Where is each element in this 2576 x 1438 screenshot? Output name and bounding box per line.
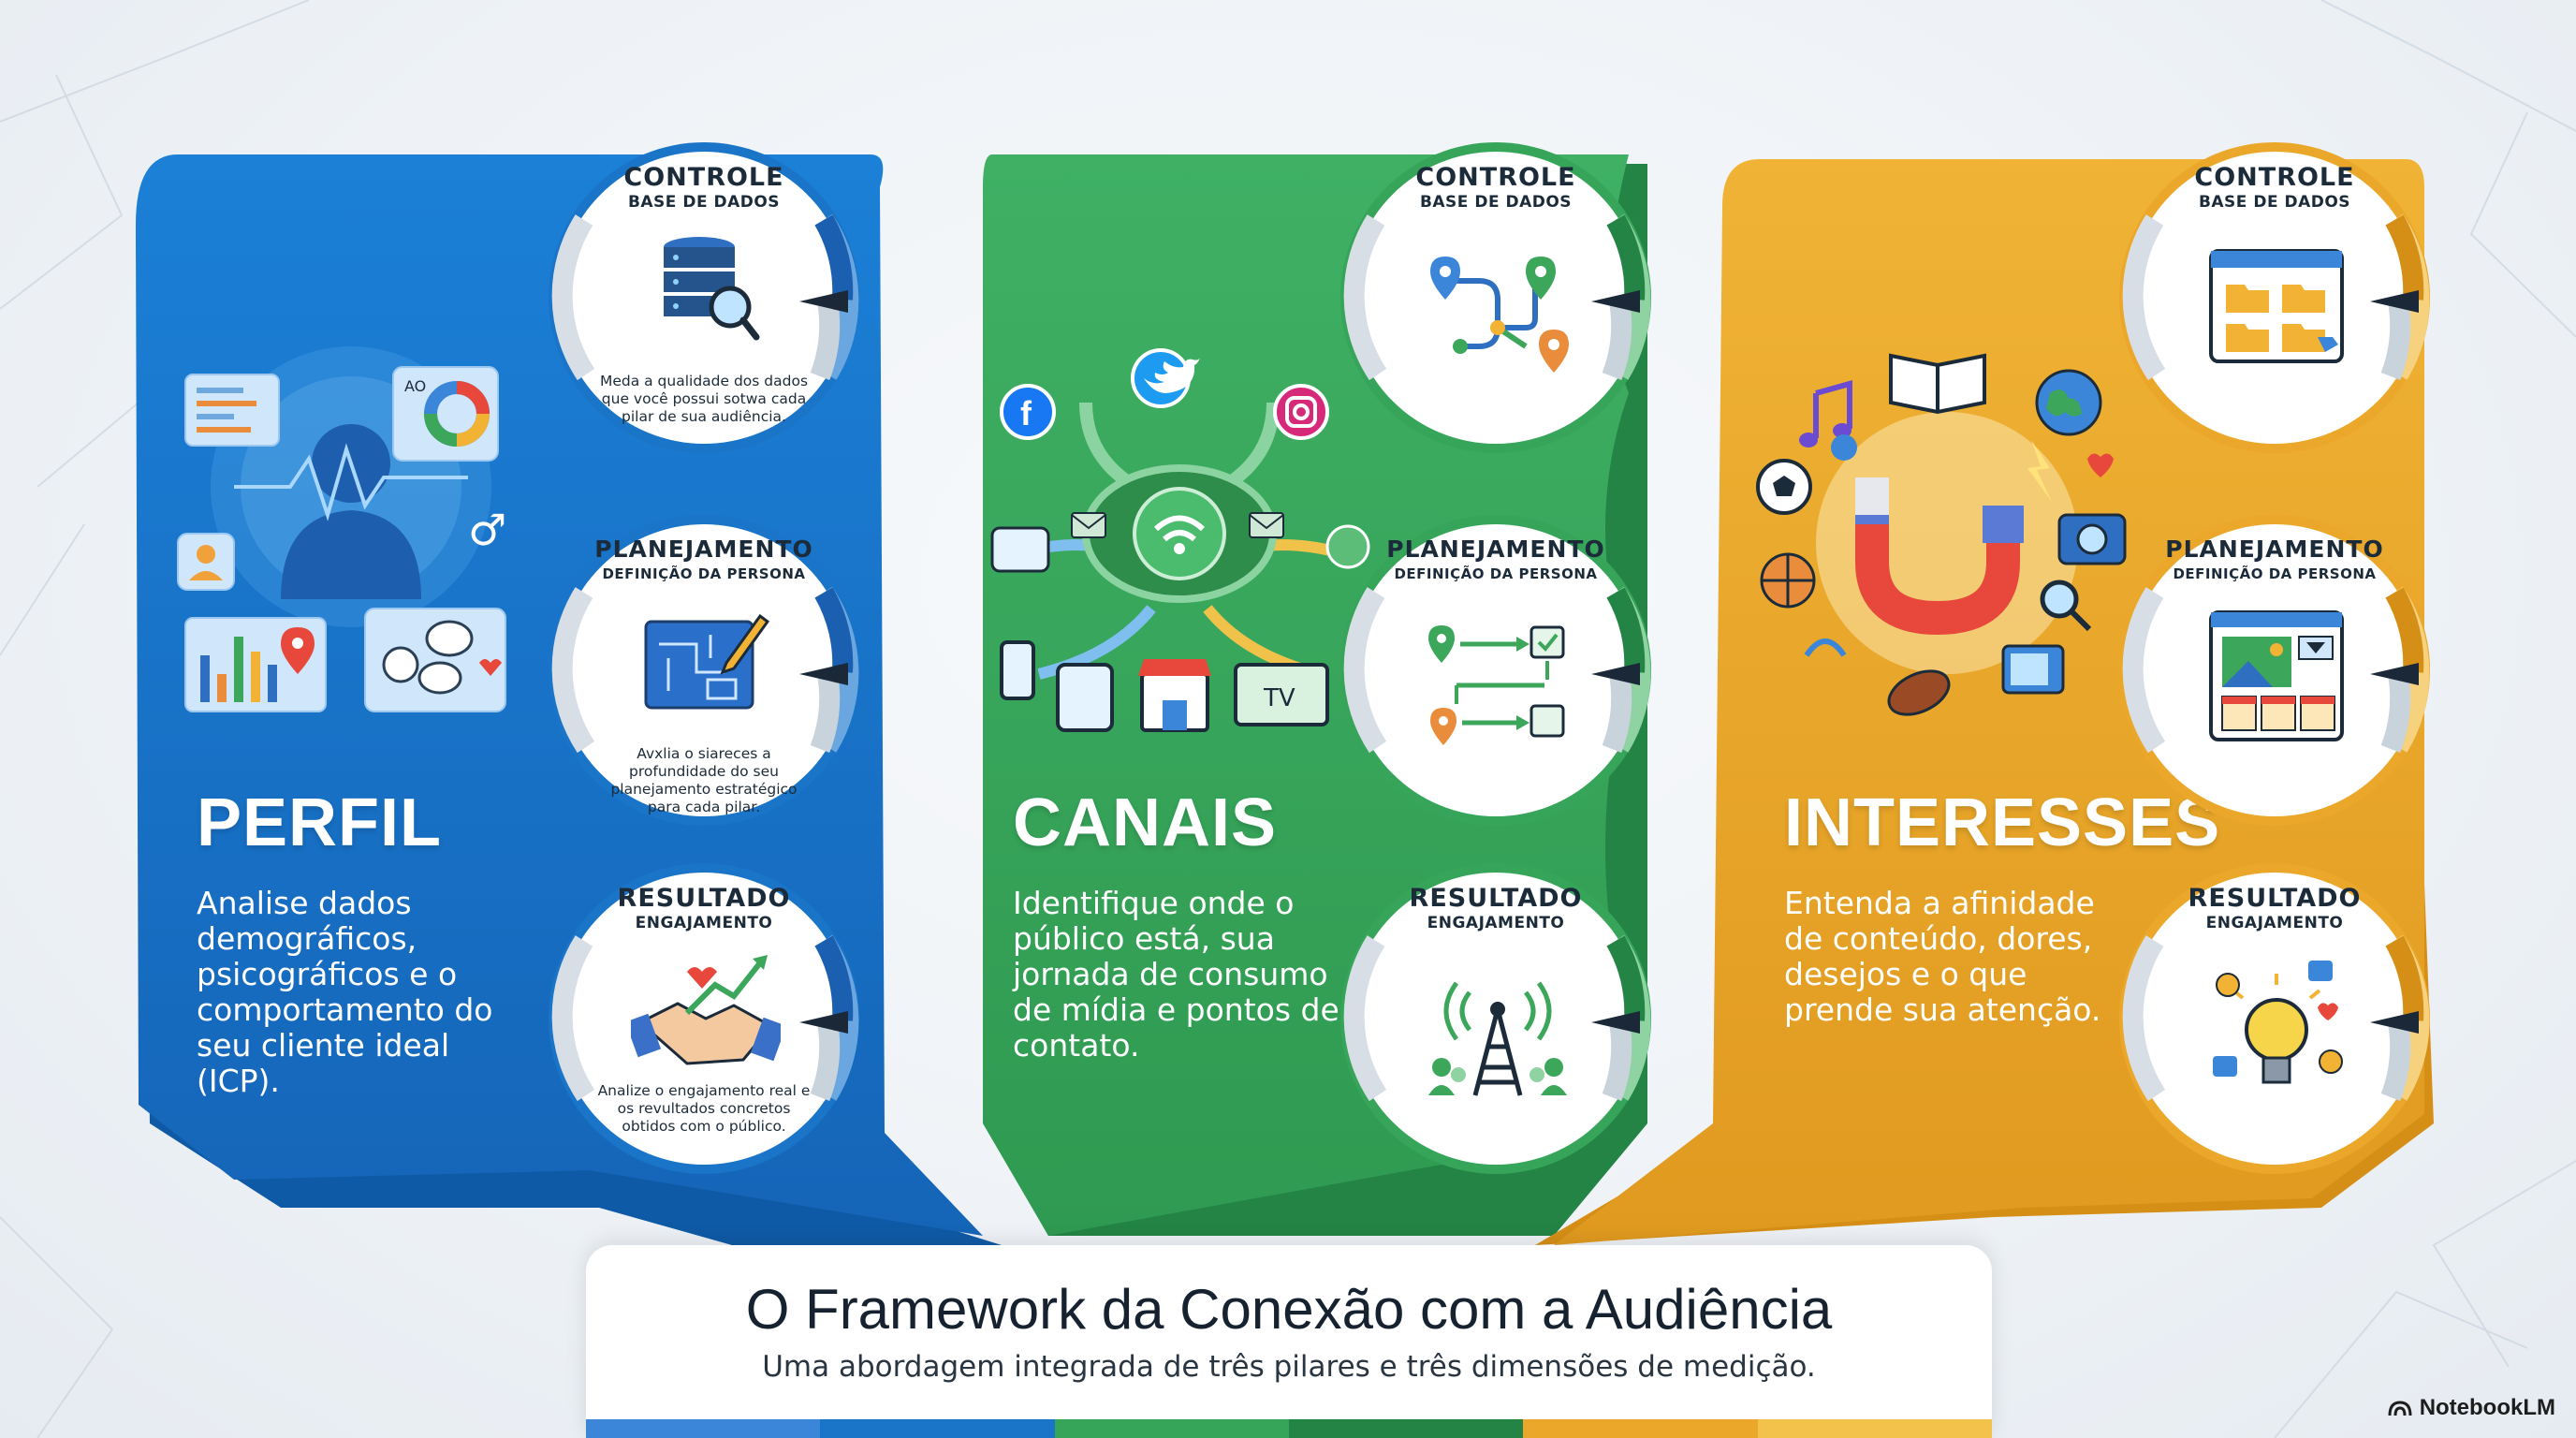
tablet-icon [1056, 663, 1114, 732]
brand-name: NotebookLM [2419, 1395, 2555, 1420]
gauge-subtitle: DEFINIÇÃO DA PERSONA [2173, 565, 2377, 582]
gauge-perfil-planejamento: PLANEJAMENTO DEFINIÇÃO DA PERSONA Avxlia… [547, 513, 861, 828]
retro-tv-icon [2001, 644, 2065, 695]
gauge-subtitle: ENGAJAMENTO [1427, 914, 1565, 932]
gauge-interesses-planejamento: PLANEJAMENTO DEFINIÇÃO DA PERSONA [2117, 513, 2432, 828]
broadcast-tower-icon [1428, 981, 1567, 1096]
camera-icon [2057, 513, 2127, 565]
twitter-icon [1131, 348, 1200, 408]
gauge-subtitle: ENGAJAMENTO [635, 914, 773, 932]
gauge-title: RESULTADO [1409, 884, 1583, 913]
wifi-hub-icon [1133, 487, 1226, 580]
folder-window-icon [2209, 249, 2344, 363]
gauge-subtitle: BASE DE DADOS [627, 193, 781, 212]
handshake-growth-icon [631, 955, 781, 1065]
gauge-body: Meda a qualidade dos dados que você poss… [599, 373, 809, 425]
brand-watermark: NotebookLM [2388, 1395, 2555, 1421]
person-silhouette-icon [234, 424, 468, 599]
footer-card: O Framework da Conexão com a Audiência U… [586, 1245, 1992, 1438]
footer-color-bar [586, 1419, 1992, 1438]
pillar-title-perfil: PERFIL [197, 785, 443, 860]
gauge-title: RESULTADO [2188, 884, 2362, 913]
gender-icon: ♂ [468, 505, 506, 555]
database-search-icon [664, 237, 760, 341]
canais-illustration: f TV [990, 348, 1370, 732]
instagram-icon [1273, 384, 1329, 440]
pillar-title-canais: CANAIS [1013, 785, 1278, 860]
chat-icon [990, 524, 1370, 573]
gauge-interesses-controle: CONTROLE BASE DE DADOS [2117, 140, 2432, 455]
chat-bubbles-icon [364, 608, 506, 712]
basketball-icon [1760, 552, 1816, 609]
notebooklm-logo-icon [2388, 1401, 2412, 1416]
gauge-title: CONTROLE [1415, 163, 1576, 192]
footer-subtitle: Uma abordagem integrada de três pilares … [762, 1350, 1816, 1384]
globe-icon [2035, 369, 2102, 436]
gauge-canais-controle: CONTROLE BASE DE DADOS [1339, 140, 1653, 455]
gauge-subtitle: BASE DE DADOS [2198, 193, 2351, 212]
gauge-title: RESULTADO [617, 884, 791, 913]
content-board-icon [2209, 610, 2344, 741]
gauge-title: PLANEJAMENTO [594, 536, 813, 563]
tv-label: TV [1263, 684, 1295, 712]
location-pin-icon [281, 627, 315, 674]
route-map-icon [1430, 257, 1569, 373]
football-icon [1887, 669, 1951, 716]
gauge-subtitle: DEFINIÇÃO DA PERSONA [602, 565, 806, 582]
gauge-body: Avxlia o siareces a profundidade do seu … [610, 745, 798, 815]
pillar-title-interesses: INTERESSES [1784, 785, 2221, 860]
search-icon [2040, 580, 2092, 632]
heart-icon [2087, 453, 2114, 477]
gauge-canais-resultado: RESULTADO ENGAJAMENTO [1339, 861, 1653, 1176]
gauge-title: CONTROLE [623, 163, 784, 192]
gauge-subtitle: ENGAJAMENTO [2205, 914, 2344, 932]
blueprint-pencil-icon [644, 613, 770, 710]
tv-icon: TV [1234, 663, 1329, 726]
gauge-title: CONTROLE [2194, 163, 2355, 192]
gauge-body: Analize o engajamento real e os revultad… [597, 1082, 811, 1135]
gauge-subtitle: BASE DE DADOS [1419, 193, 1573, 212]
gauge-perfil-controle: CONTROLE BASE DE DADOS Meda a qualidade … [547, 140, 861, 455]
smartphone-icon [1000, 640, 1035, 700]
gauge-title: PLANEJAMENTO [2165, 536, 2384, 563]
soccer-ball-icon [1756, 459, 1812, 515]
store-icon [1138, 659, 1211, 732]
donut-chart-icon [424, 381, 490, 447]
gauge-interesses-resultado: RESULTADO ENGAJAMENTO [2117, 861, 2432, 1176]
interesses-illustration [1756, 353, 2127, 716]
user-card-icon [177, 533, 235, 591]
facebook-icon: f [1000, 384, 1056, 440]
email-icon [1071, 512, 1284, 538]
pillar-description-interesses: Entenda a afinidade de conteúdo, dores, … [1784, 885, 2101, 1028]
magnet-icon [1855, 477, 2024, 636]
gauge-title: PLANEJAMENTO [1386, 536, 1605, 563]
illustration-label-ao: AO [404, 377, 426, 395]
pillar-description-canais: Identifique onde o público está, sua jor… [1013, 885, 1339, 1064]
perfil-illustration: AO ♂ [177, 346, 506, 712]
svg-text:f: f [1020, 394, 1032, 433]
book-icon [1889, 353, 1986, 415]
like-icon [1831, 434, 1857, 461]
gauge-perfil-resultado: RESULTADO ENGAJAMENTO Analize o engajame… [547, 861, 861, 1176]
pillar-description-perfil: Analise dados demográficos, psicográfico… [197, 885, 493, 1099]
gauge-subtitle: DEFINIÇÃO DA PERSONA [1394, 565, 1598, 582]
gauge-canais-planejamento: PLANEJAMENTO DEFINIÇÃO DA PERSONA [1339, 513, 1653, 828]
music-note-icon [1799, 380, 1852, 448]
lightbulb-reactions-icon [2213, 961, 2343, 1084]
journey-steps-icon [1428, 625, 1565, 745]
footer-title: O Framework da Conexão com a Audiência [745, 1278, 1833, 1341]
